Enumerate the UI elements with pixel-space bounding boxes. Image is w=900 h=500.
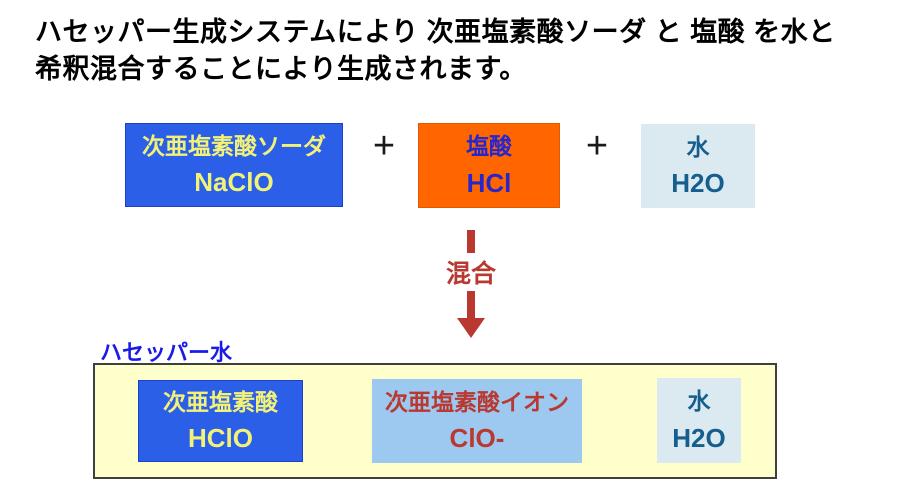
mix-arrow-stem: [467, 291, 475, 319]
input-box-water: 水 H2O: [641, 124, 755, 208]
component-name-hypochlorous-acid: 次亜塩素酸: [163, 389, 278, 416]
component-formula-clo: ClO-: [449, 423, 505, 454]
component-formula-hclo: HClO: [188, 422, 253, 453]
input-formula-h2o: H2O: [671, 168, 725, 199]
component-name-water: 水: [687, 388, 711, 414]
input-name-hydrochloric-acid: 塩酸: [466, 133, 512, 160]
title-line-2: 希釈混合することにより生成されます。: [35, 54, 527, 84]
plus-sign-1: +: [372, 125, 396, 167]
result-panel: 次亜塩素酸 HClO 次亜塩素酸イオン ClO- 水 H2O: [93, 363, 777, 479]
component-box-hypochlorite-ion: 次亜塩素酸イオン ClO-: [372, 379, 582, 463]
mix-label: 混合: [445, 260, 496, 288]
component-box-hypochlorous-acid: 次亜塩素酸 HClO: [138, 380, 303, 462]
input-name-water: 水: [686, 133, 710, 160]
input-box-hydrochloric-acid: 塩酸 HCl: [418, 123, 560, 208]
component-formula-h2o: H2O: [672, 423, 726, 453]
result-label: ハセッパー水: [100, 340, 233, 365]
page-title: ハセッパー生成システムにより 次亜塩素酸ソーダ と 塩酸 を水と 希釈混合するこ…: [35, 14, 880, 88]
component-name-hypochlorite-ion: 次亜塩素酸イオン: [385, 388, 569, 415]
input-box-sodium-hypochlorite: 次亜塩素酸ソーダ NaClO: [125, 123, 343, 207]
down-arrow-icon: [457, 318, 485, 338]
input-formula-hcl: HCl: [466, 167, 512, 198]
input-formula-naclo: NaClO: [194, 167, 274, 197]
mix-arrow-top-segment: [467, 230, 475, 253]
title-line-1: ハセッパー生成システムにより 次亜塩素酸ソーダ と 塩酸 を水と: [35, 17, 836, 47]
component-box-water: 水 H2O: [657, 378, 741, 463]
plus-sign-2: +: [585, 125, 609, 167]
input-name-sodium-hypochlorite: 次亜塩素酸ソーダ: [142, 133, 326, 159]
